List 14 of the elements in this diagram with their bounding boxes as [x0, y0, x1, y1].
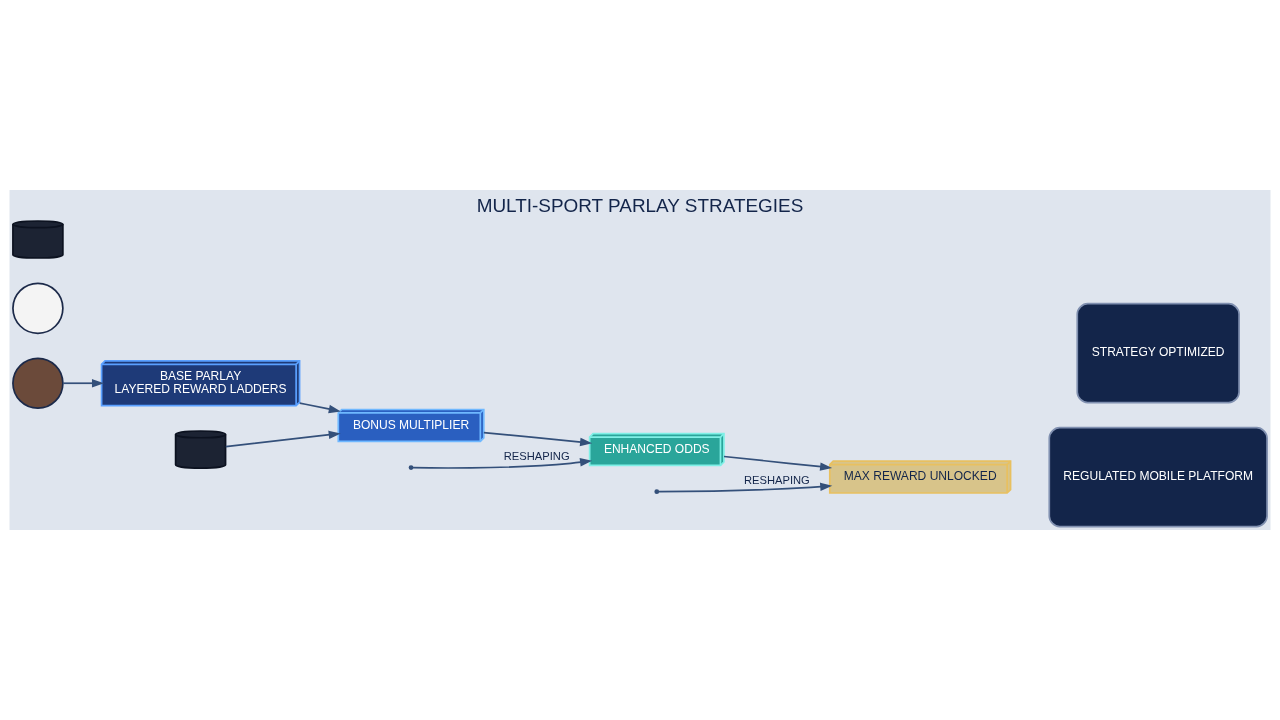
diagram-title: MULTI-SPORT PARLAY STRATEGIES	[476, 195, 804, 217]
arrow	[412, 458, 593, 469]
edge-label: RESHAPING	[743, 474, 810, 487]
node-circle	[12, 282, 64, 335]
node-box: REGULATED MOBILE PLATFORM	[1048, 426, 1268, 528]
edge-label: RESHAPING	[503, 450, 570, 463]
arrow	[224, 430, 341, 448]
arrow	[298, 402, 341, 414]
arrow	[482, 431, 593, 447]
arrow	[657, 482, 833, 493]
node-circle	[12, 357, 64, 410]
node-box: STRATEGY OPTIMIZED	[1076, 302, 1240, 404]
arrow	[62, 379, 105, 388]
arrow	[723, 455, 833, 471]
